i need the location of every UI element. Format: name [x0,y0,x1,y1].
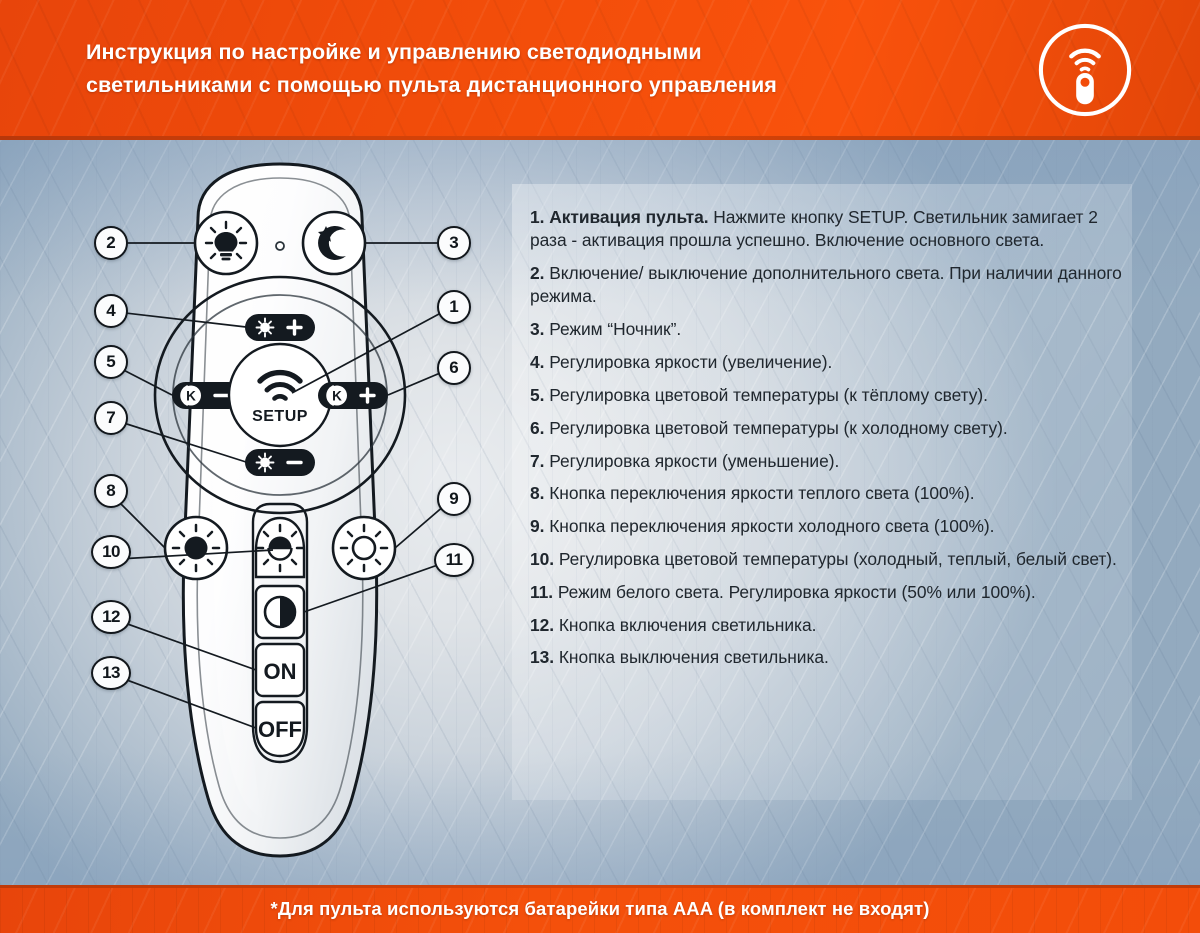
instruction-item-10: 10. Регулировка цветовой температуры (хо… [530,548,1122,571]
instruction-number: 13. [530,647,555,668]
svg-text:K: K [186,389,196,404]
remote-illustration: K SETUP K [60,150,500,890]
instruction-item-8: 8. Кнопка переключения яркости теплого с… [530,482,1122,505]
power-on-label: ON [264,659,297,684]
instruction-item-1: 1. Активация пульта. Нажмите кнопку SETU… [530,206,1122,253]
callout-12[interactable]: 12 [91,600,131,634]
instruction-number: 4. [530,352,545,373]
instruction-number: 9. [530,516,545,537]
instruction-text: Кнопка выключения светильника. [554,647,829,668]
instruction-text: Нажмите кнопку SETUP. Светильник замигае… [530,207,1098,251]
battery-note: *Для пульта используются батарейки типа … [270,898,930,919]
wifi-icon [257,369,303,401]
callout-9[interactable]: 9 [437,482,471,516]
instructions-panel: 1. Активация пульта. Нажмите кнопку SETU… [512,184,1132,800]
callout-4[interactable]: 4 [94,294,128,328]
page-title: Инструкция по настройке и управлению све… [86,36,966,101]
power-off-label: OFF [258,717,302,742]
instruction-item-11: 11. Режим белого света. Регулировка ярко… [530,581,1122,604]
svg-text:K: K [332,389,342,404]
button-temp-warm[interactable]: K [172,382,242,409]
instruction-item-5: 5. Регулировка цветовой температуры (к т… [530,384,1122,407]
instruction-item-13: 13. Кнопка выключения светильника. [530,646,1122,669]
button-power-on[interactable]: ON [254,642,306,698]
instruction-item-3: 3. Режим “Ночник”. [530,318,1122,341]
button-warm-full[interactable] [163,515,229,581]
callout-5[interactable]: 5 [94,345,128,379]
remote-signal-icon [1038,23,1132,117]
button-temp-cycle[interactable] [254,516,306,579]
instruction-number: 8. [530,483,545,504]
callout-8[interactable]: 8 [94,474,128,508]
instruction-text: Включение/ выключение дополнительного св… [530,263,1122,307]
instruction-item-2: 2. Включение/ выключение дополнительного… [530,262,1122,309]
button-aux-light[interactable] [193,210,259,276]
callout-leader-lines [107,242,453,729]
callout-11[interactable]: 11 [434,543,474,577]
instruction-number: 12. [530,614,555,635]
instruction-text: Регулировка цветовой температуры (к холо… [544,417,1008,438]
instruction-text: Кнопка включения светильника. [554,614,817,635]
button-night-mode[interactable] [301,210,367,276]
button-brightness-down[interactable] [245,449,315,476]
callout-10[interactable]: 10 [91,535,131,569]
setup-label: SETUP [252,408,308,425]
instruction-text: Режим “Ночник”. [544,319,682,340]
instruction-number: 2. [530,263,545,284]
button-white-mode[interactable] [254,584,306,640]
instruction-number: 10. [530,548,555,569]
footer-band: *Для пульта используются батарейки типа … [0,885,1200,933]
instruction-text: Регулировка яркости (увеличение). [544,352,833,373]
instruction-text: Режим белого света. Регулировка яркости … [553,581,1036,602]
instruction-lead: Активация пульта. [549,207,709,227]
instruction-text: Регулировка цветовой температуры (к тёпл… [544,384,988,405]
button-setup[interactable]: SETUP [227,342,333,448]
button-brightness-up[interactable] [245,314,315,341]
button-temp-cool[interactable]: K [318,382,388,409]
callout-layer: 2 4 5 7 8 10 12 13 3 1 6 9 11 [0,140,1200,885]
callout-2[interactable]: 2 [94,226,128,260]
led-indicator-dot [275,241,285,251]
lower-keypad-outline [251,502,309,764]
instruction-text: Кнопка переключения яркости холодного св… [544,516,995,537]
callout-6[interactable]: 6 [437,351,471,385]
page-title-line-2: светильниками с помощью пульта дистанцио… [86,72,777,97]
instructions-list: 1. Активация пульта. Нажмите кнопку SETU… [530,206,1122,670]
instruction-number: 1. [530,207,545,227]
instruction-text: Кнопка переключения яркости теплого свет… [544,483,975,504]
button-power-off[interactable]: OFF [254,700,306,758]
instruction-number: 6. [530,417,545,438]
instruction-number: 11. [530,581,554,602]
callout-3[interactable]: 3 [437,226,471,260]
callout-1[interactable]: 1 [437,290,471,324]
instruction-item-6: 6. Регулировка цветовой температуры (к х… [530,417,1122,440]
instruction-item-9: 9. Кнопка переключения яркости холодного… [530,515,1122,538]
instruction-number: 5. [530,384,545,405]
instruction-text: Регулировка цветовой температуры (холодн… [554,548,1117,569]
instruction-number: 7. [530,450,545,471]
callout-13[interactable]: 13 [91,656,131,690]
button-cool-full[interactable] [331,515,397,581]
instruction-item-12: 12. Кнопка включения светильника. [530,614,1122,637]
instruction-number: 3. [530,319,545,340]
page-title-line-1: Инструкция по настройке и управлению све… [86,40,702,64]
instruction-item-4: 4. Регулировка яркости (увеличение). [530,351,1122,374]
header-band: Инструкция по настройке и управлению све… [0,0,1200,140]
instruction-text: Регулировка яркости (уменьшение). [544,450,840,471]
instruction-item-7: 7. Регулировка яркости (уменьшение). [530,450,1122,473]
callout-7[interactable]: 7 [94,401,128,435]
